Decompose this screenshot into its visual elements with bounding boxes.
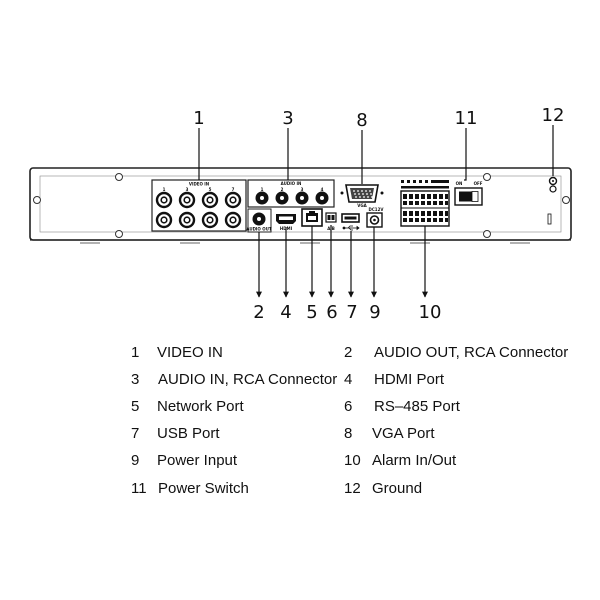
callout-12: 12	[542, 105, 565, 126]
legend-label: RS–485 Port	[374, 398, 460, 415]
legend-number: 2	[344, 344, 353, 361]
callout-5: 5	[306, 302, 317, 323]
legend-number: 12	[344, 480, 361, 497]
callout-4: 4	[280, 302, 291, 323]
legend-number: 1	[131, 344, 140, 361]
audio-port-num: 3	[301, 187, 304, 192]
audio-in-block: AUDIO IN 1 2 3 4	[247, 179, 335, 208]
legend-number: 3	[131, 371, 140, 388]
legend-label: Power Input	[157, 452, 238, 469]
callout-6: 6	[326, 302, 337, 323]
callout-11: 11	[455, 108, 478, 129]
legend-number: 5	[131, 398, 140, 415]
legend: 1 VIDEO IN 2 AUDIO OUT, RCA Connector 3 …	[0, 338, 600, 508]
terminal-screws	[403, 194, 448, 222]
legend-number: 10	[344, 452, 361, 469]
audio-port-num: 1	[261, 187, 264, 192]
legend-label: HDMI Port	[374, 371, 445, 388]
callout-3: 3	[282, 108, 293, 129]
rca-connectors	[255, 191, 329, 205]
callout-9: 9	[369, 302, 380, 323]
callout-8: 8	[356, 110, 367, 131]
audio-out-label: AUDIO OUT	[246, 227, 271, 232]
legend-number: 4	[344, 371, 353, 388]
legend-label: AUDIO OUT, RCA Connector	[374, 344, 569, 361]
vga-label: VGA	[357, 203, 367, 208]
callout-numbers: 1 2 3 4 5 6 7 8 9 10 11 12	[193, 105, 564, 323]
leader-lines-top	[198, 125, 554, 184]
power-switch: ON OFF	[454, 181, 483, 206]
legend-label: Network Port	[157, 398, 244, 415]
legend-label: Alarm In/Out	[372, 452, 457, 469]
legend-label: USB Port	[157, 425, 220, 442]
video-port-num: 7	[232, 187, 235, 192]
legend-number: 11	[131, 480, 147, 497]
legend-label: VIDEO IN	[157, 344, 223, 361]
video-port-num: 1	[163, 187, 166, 192]
ground-terminal	[547, 176, 558, 225]
alarm-terminal-block	[400, 180, 450, 227]
legend-label: VGA Port	[372, 425, 435, 442]
switch-on-label: ON	[456, 181, 463, 186]
callout-2: 2	[253, 302, 264, 323]
legend-number: 8	[344, 425, 353, 442]
bnc-connectors	[155, 191, 242, 229]
legend-number: 9	[131, 452, 140, 469]
rear-panel-diagram: VIDEO IN 1 3 5 7 AUDIO IN 1 2 3 4	[29, 105, 572, 323]
legend-label: Power Switch	[158, 480, 249, 497]
callout-1: 1	[193, 108, 204, 129]
vga-port: VGA	[340, 184, 384, 208]
audio-port-num: 2	[281, 187, 284, 192]
audio-port-num: 4	[321, 187, 324, 192]
mounting-screws	[33, 173, 570, 238]
legend-label: Ground	[372, 480, 423, 497]
video-port-num: 3	[186, 187, 189, 192]
leader-lines-bottom	[256, 225, 428, 298]
network-port	[301, 208, 323, 227]
legend-number: 6	[344, 398, 353, 415]
usb-port	[341, 213, 360, 231]
audio-in-label: AUDIO IN	[281, 181, 302, 186]
usb-icon	[342, 225, 360, 231]
legend-label: AUDIO IN, RCA Connector	[158, 371, 338, 388]
callout-10: 10	[419, 302, 442, 323]
legend-number: 7	[131, 425, 140, 442]
audio-out-block: AUDIO OUT	[246, 208, 272, 233]
video-port-num: 5	[209, 187, 212, 192]
video-in-block: VIDEO IN 1 3 5 7	[151, 179, 247, 232]
switch-off-label: OFF	[474, 181, 483, 186]
video-in-label: VIDEO IN	[189, 182, 209, 187]
power-rating-label: DC12V	[369, 207, 385, 212]
callout-7: 7	[346, 302, 357, 323]
power-input: DC12V	[366, 207, 385, 228]
